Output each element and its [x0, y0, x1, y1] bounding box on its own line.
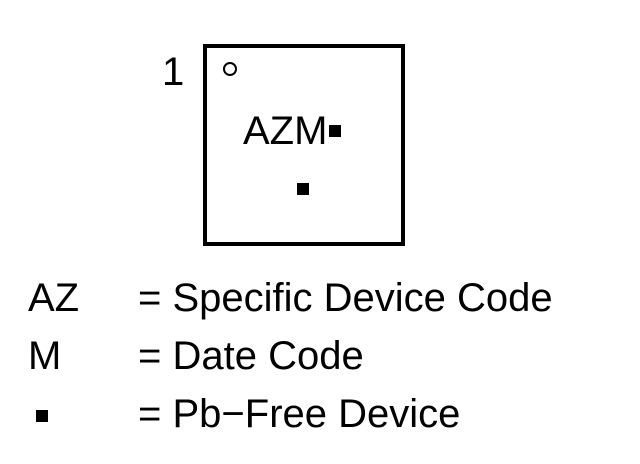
legend-key-symbol: [28, 388, 48, 440]
device-marking: AZM: [243, 108, 342, 154]
legend-key: AZ: [28, 276, 80, 320]
marking-text: AZM: [243, 109, 328, 153]
legend-description: = Pb−Free Device: [138, 392, 461, 436]
pb-free-square-icon: [329, 125, 342, 137]
pin-1-indicator-icon: [223, 62, 237, 76]
device-package-outline: AZM: [203, 44, 405, 246]
pb-free-square-icon: [36, 410, 48, 423]
pb-free-square-icon: [297, 183, 309, 195]
legend-key: M: [28, 334, 62, 378]
legend-description: = Date Code: [138, 334, 364, 378]
legend-description: = Specific Device Code: [138, 276, 553, 320]
pin-1-label: 1: [162, 50, 185, 94]
